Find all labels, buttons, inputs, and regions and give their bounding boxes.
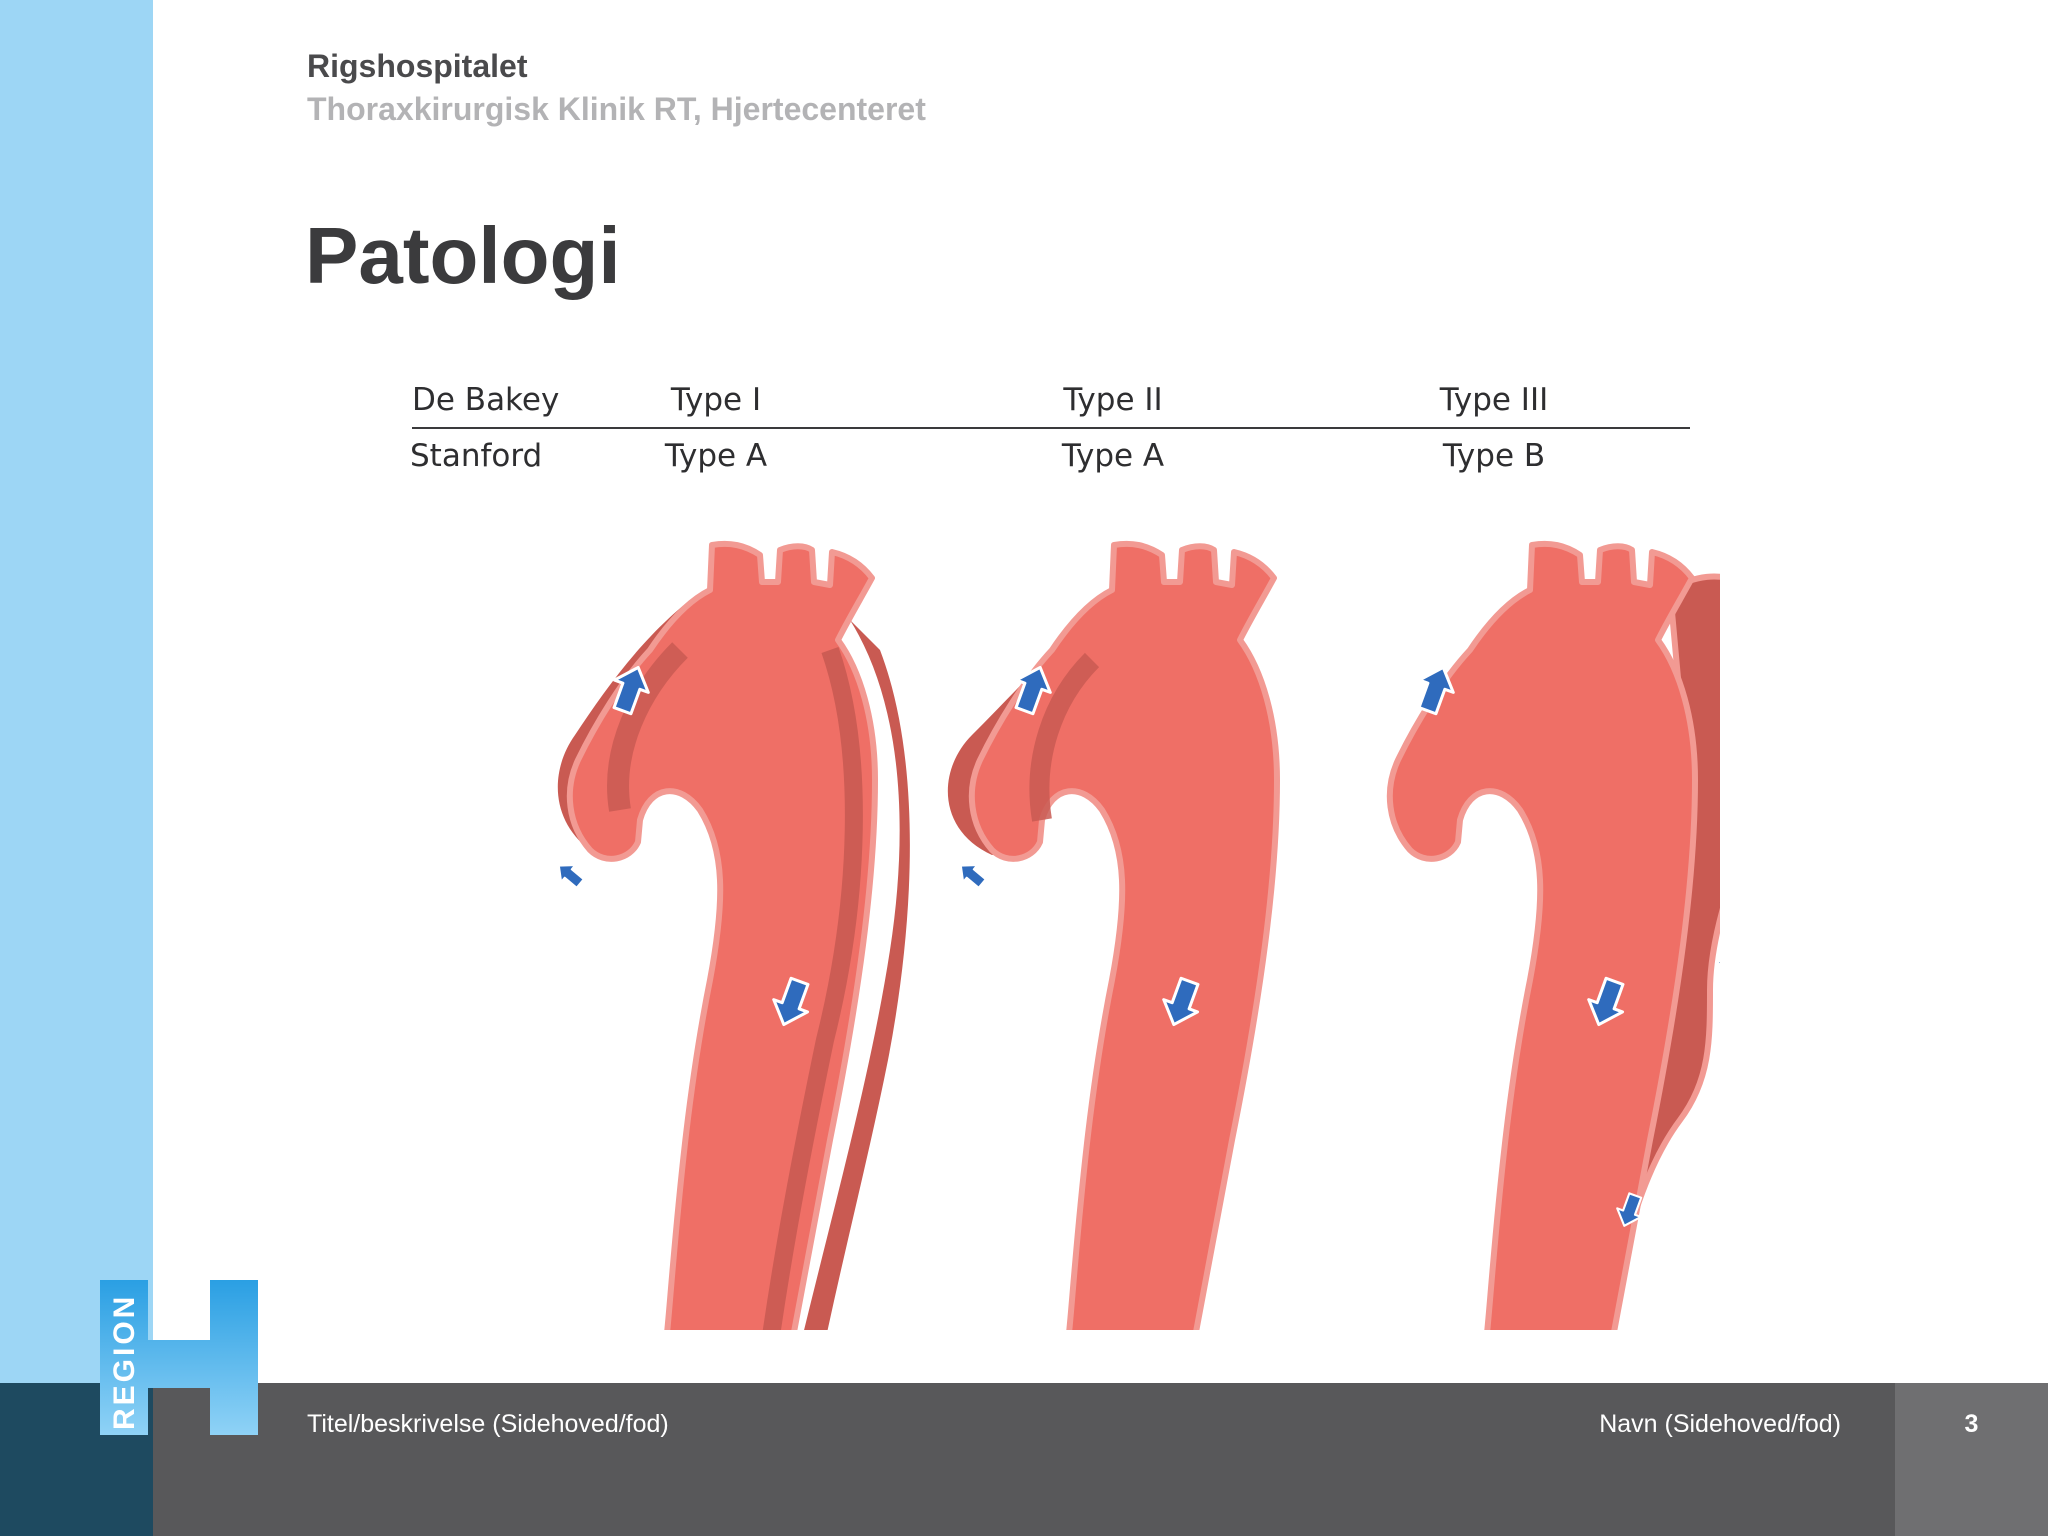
flow-arrow-icon xyxy=(551,856,588,893)
col3-stanford-label: Type B xyxy=(1442,438,1545,474)
left-accent-band xyxy=(0,0,153,1383)
col2-debakey-label: Type II xyxy=(1062,382,1162,418)
slide-title: Patologi xyxy=(305,211,621,300)
logo-word: REGION xyxy=(108,1294,141,1430)
header-organization: Rigshospitalet xyxy=(307,48,528,84)
header-department: Thoraxkirurgisk Klinik RT, Hjertecentere… xyxy=(307,91,926,127)
aorta-type-2 xyxy=(947,544,1277,1330)
region-h-logo: REGION xyxy=(100,1280,258,1435)
col1-stanford-label: Type A xyxy=(664,438,767,474)
flow-arrow-icon xyxy=(953,856,990,893)
aorta-type-1 xyxy=(551,544,910,1330)
aortic-dissection-figure: De Bakey Stanford Type I Type A Type II … xyxy=(410,382,1720,1330)
debakey-row-label: De Bakey xyxy=(412,382,559,418)
footer-bar xyxy=(153,1383,1895,1536)
aorta-type-3 xyxy=(1390,544,1720,1330)
page-number: 3 xyxy=(1964,1410,1979,1438)
col1-debakey-label: Type I xyxy=(670,382,761,418)
false-lumen-descending-1 xyxy=(804,620,910,1330)
col2-stanford-label: Type A xyxy=(1061,438,1164,474)
footer-page-block xyxy=(1895,1383,2048,1536)
footer-title: Titel/beskrivelse (Sidehoved/fod) xyxy=(307,1410,669,1438)
footer-name: Navn (Sidehoved/fod) xyxy=(1599,1410,1841,1438)
col3-debakey-label: Type III xyxy=(1439,382,1549,418)
stanford-row-label: Stanford xyxy=(410,438,542,474)
